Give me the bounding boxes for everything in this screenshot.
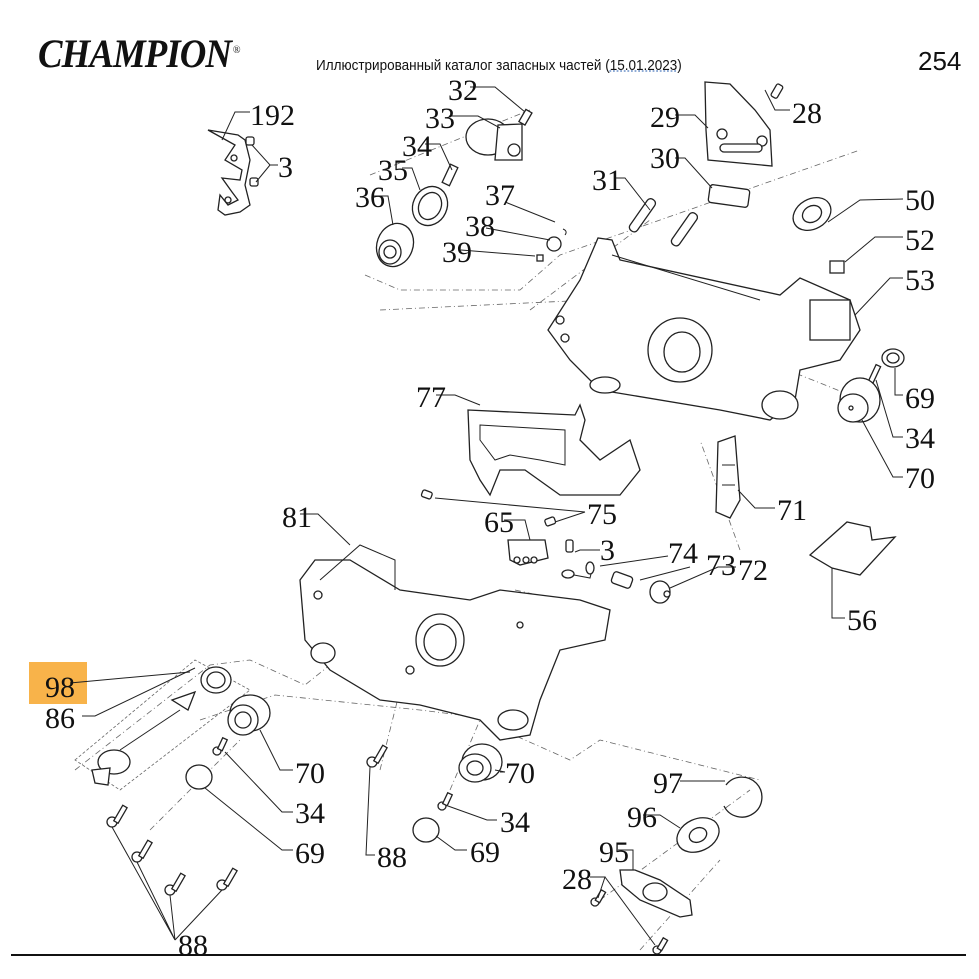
catalog-date: 15.01.2023 xyxy=(609,57,678,74)
callout-98: 98 xyxy=(45,671,75,704)
part-33-bracket xyxy=(465,108,533,161)
callout-31: 31 xyxy=(592,164,622,197)
callout-75: 75 xyxy=(587,498,617,531)
part-28-screws-bottom xyxy=(590,888,669,955)
part-73-connector xyxy=(610,571,634,589)
part-70-buffer-middle xyxy=(458,743,503,783)
page-number: 254 xyxy=(918,46,962,76)
part-28-screw-top xyxy=(770,83,784,99)
part-31-studs xyxy=(628,198,699,247)
part-77-gasket xyxy=(467,403,641,497)
part-37-clip xyxy=(562,228,567,236)
part-75-pin-left xyxy=(420,489,433,500)
part-39-pin xyxy=(536,254,544,262)
part-86-oil-cap-assembly xyxy=(74,659,251,791)
callout-28: 28 xyxy=(792,97,822,130)
callout-3: 3 xyxy=(278,151,293,184)
part-70-buffer-right xyxy=(837,377,881,423)
part-50-oil-seal xyxy=(792,196,832,232)
brand-name: CHAMPION xyxy=(38,31,232,76)
part-34-screw xyxy=(441,163,459,187)
part-29-chain-guide-plate xyxy=(704,81,773,167)
callout-77: 77 xyxy=(416,381,446,414)
part-81-crankcase-cover xyxy=(299,544,611,741)
registered-mark: ® xyxy=(232,43,241,56)
part-88-screws-left xyxy=(106,804,238,896)
part-75-pin-right xyxy=(544,516,557,527)
part-34-screw-right xyxy=(867,363,882,384)
callout-70-middle: 70 xyxy=(505,757,535,790)
callout-72: 72 xyxy=(738,554,768,587)
part-56-gasket xyxy=(808,521,897,576)
callout-192: 192 xyxy=(250,99,295,132)
part-72-bushing xyxy=(649,580,671,604)
callout-labels: 192 3 32 33 34 35 36 37 38 39 29 28 30 3… xyxy=(45,74,935,962)
part-53-crankcase xyxy=(547,237,861,421)
callout-73: 73 xyxy=(706,549,736,582)
callout-29: 29 xyxy=(650,101,680,134)
part-52-cap xyxy=(829,260,845,274)
part-88-screw-middle xyxy=(366,744,388,768)
callout-37: 37 xyxy=(485,179,515,212)
callout-3-mid: 3 xyxy=(600,534,615,567)
highlight-box xyxy=(29,662,87,704)
leader-lines xyxy=(69,86,904,946)
callout-56: 56 xyxy=(847,604,877,637)
callout-33: 33 xyxy=(425,102,455,135)
part-95-plate xyxy=(619,869,693,918)
callout-74: 74 xyxy=(668,537,698,570)
part-38-ball xyxy=(546,236,562,252)
callout-28-bottom: 28 xyxy=(562,863,592,896)
callout-86: 86 xyxy=(45,702,75,735)
catalog-title-prefix: Иллюстрированный каталог запасных частей… xyxy=(316,57,610,74)
part-74-terminal xyxy=(561,561,595,579)
part-69-cap-middle xyxy=(412,817,440,843)
callout-97: 97 xyxy=(653,767,683,800)
callout-69-left: 69 xyxy=(295,837,325,870)
catalog-title: Иллюстрированный каталог запасных частей… xyxy=(316,57,682,74)
champion-logo: CHAMPION® xyxy=(38,30,241,77)
part-34-screw-left xyxy=(212,736,229,756)
catalog-title-suffix: ) xyxy=(677,57,682,74)
callout-32: 32 xyxy=(448,74,478,107)
callout-70-left: 70 xyxy=(295,757,325,790)
callout-50: 50 xyxy=(905,184,935,217)
callout-81: 81 xyxy=(282,501,312,534)
callout-69-middle: 69 xyxy=(470,836,500,869)
callout-70-right: 70 xyxy=(905,462,935,495)
callout-34-middle: 34 xyxy=(500,806,530,839)
part-70-buffer-left xyxy=(227,694,271,736)
callout-65: 65 xyxy=(484,506,514,539)
part-34-screw-middle xyxy=(437,791,454,811)
part-96-seal xyxy=(676,817,720,853)
part-30-block xyxy=(707,184,751,208)
part-71-plate xyxy=(715,435,741,519)
callout-95: 95 xyxy=(599,836,629,869)
part-69-cap-left xyxy=(185,764,213,790)
part-3-screw-mid xyxy=(565,539,574,553)
part-192-spike-bumper xyxy=(207,129,259,216)
page-bottom-rule xyxy=(11,954,966,956)
part-35-ring xyxy=(411,185,449,227)
callout-34-right: 34 xyxy=(905,422,935,455)
callout-34-left: 34 xyxy=(295,797,325,830)
callout-88-middle: 88 xyxy=(377,841,407,874)
part-97-circlip xyxy=(723,776,763,818)
callout-52: 52 xyxy=(905,224,935,257)
part-65-block xyxy=(507,539,549,566)
callout-71: 71 xyxy=(777,494,807,527)
callout-53: 53 xyxy=(905,264,935,297)
callout-36: 36 xyxy=(355,181,385,214)
callout-88-left: 88 xyxy=(178,929,208,962)
part-36-rubber-boot xyxy=(375,222,415,268)
callout-38: 38 xyxy=(465,210,495,243)
part-69-washer-right xyxy=(881,348,905,368)
callout-69: 69 xyxy=(905,382,935,415)
callout-35: 35 xyxy=(378,154,408,187)
callout-39: 39 xyxy=(442,236,472,269)
callout-34: 34 xyxy=(402,130,432,163)
callout-30: 30 xyxy=(650,142,680,175)
callout-96: 96 xyxy=(627,801,657,834)
